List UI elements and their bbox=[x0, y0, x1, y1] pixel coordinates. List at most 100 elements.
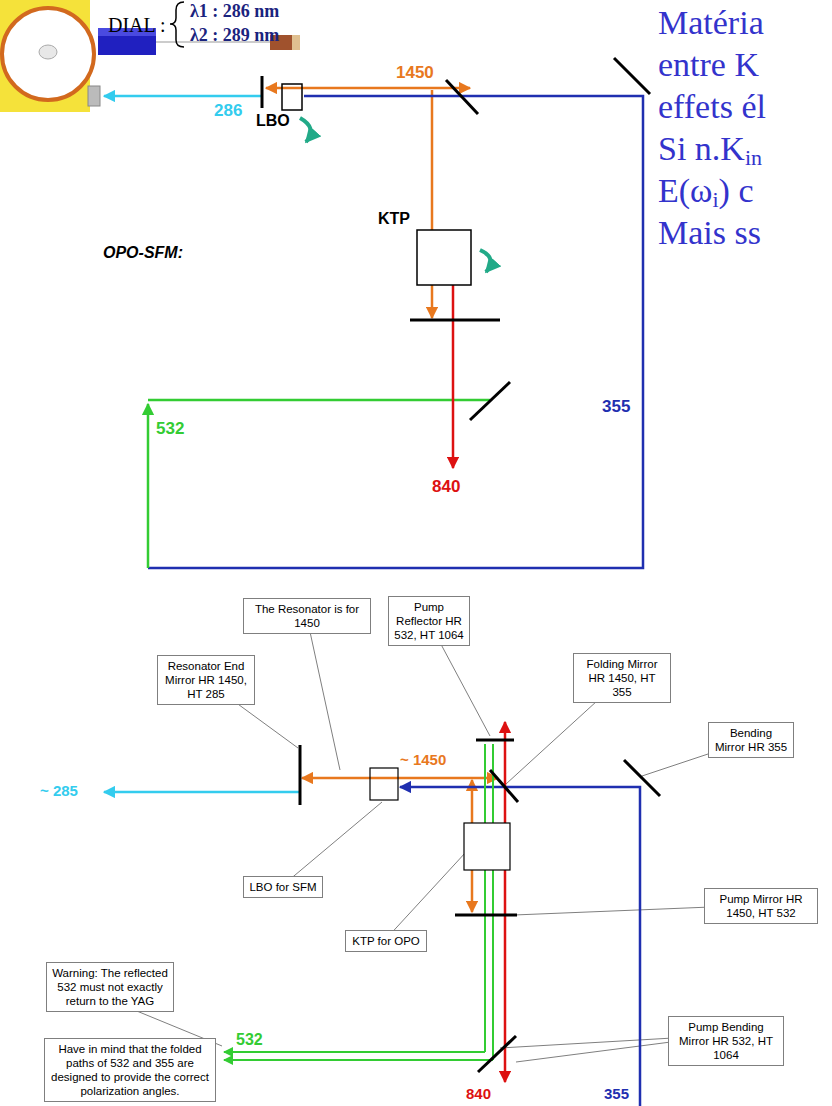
beam-840 bbox=[504, 722, 507, 1082]
beam-532 bbox=[148, 399, 490, 402]
mirror bbox=[478, 1036, 516, 1072]
callout-text: LBO for SFM bbox=[249, 880, 317, 894]
beam-532 bbox=[147, 404, 150, 568]
callout-box: Bending Mirror HR 355 bbox=[708, 722, 794, 758]
beam-532 bbox=[492, 744, 494, 1060]
crystal bbox=[464, 823, 510, 870]
beam-1450 bbox=[266, 88, 470, 318]
beam-355 bbox=[400, 787, 640, 1106]
callout-text: Pump Reflector HR 532, HT 1064 bbox=[394, 600, 464, 642]
rotation-arrow bbox=[300, 118, 491, 272]
mirror bbox=[455, 914, 517, 917]
callout-text: Resonator End Mirror HR 1450, HT 285 bbox=[163, 659, 249, 701]
telescope bbox=[39, 45, 57, 59]
telescope bbox=[0, 0, 100, 112]
wavelength: λ2 : 289 nm bbox=[190, 26, 279, 46]
callout-box: Pump Bending Mirror HR 532, HT 1064 bbox=[668, 1016, 784, 1066]
callout-box: Resonator End Mirror HR 1450, HT 285 bbox=[157, 655, 255, 705]
callout-text: Have in mind that the folded paths of 53… bbox=[50, 1042, 210, 1098]
beam-286 bbox=[104, 95, 262, 98]
wavelength-label: 355 bbox=[604, 1086, 629, 1103]
laser-head bbox=[292, 35, 300, 50]
mirror bbox=[261, 76, 264, 108]
rotation-arrow bbox=[300, 118, 311, 142]
mirror bbox=[490, 770, 518, 802]
beam-285 bbox=[104, 791, 300, 794]
leader-line bbox=[282, 802, 382, 886]
callout-text: Folding Mirror HR 1450, HT 355 bbox=[579, 657, 665, 699]
crystal-label: KTP bbox=[378, 210, 410, 228]
wavelength-label: 286 bbox=[214, 102, 242, 121]
telescope bbox=[88, 86, 100, 106]
crystal bbox=[282, 84, 471, 285]
beam-355 bbox=[148, 96, 643, 568]
mirror bbox=[624, 760, 660, 796]
wavelength-label: ~ 1450 bbox=[400, 752, 446, 769]
leader-line bbox=[385, 852, 466, 940]
callout-box: Warning: The reflected 532 must not exac… bbox=[46, 962, 174, 1012]
beam-840 bbox=[452, 285, 455, 468]
leader-line bbox=[110, 618, 760, 1062]
crystal-label: LBO bbox=[256, 112, 290, 130]
mirror bbox=[300, 740, 660, 1072]
beam-532 bbox=[148, 400, 490, 568]
beam-840 bbox=[504, 722, 507, 1082]
callout-box: LBO for SFM bbox=[243, 876, 323, 898]
beam-532 bbox=[224, 744, 493, 1060]
beam-355 bbox=[148, 96, 643, 568]
beam-355 bbox=[400, 787, 640, 1106]
slide-text: ) c bbox=[719, 172, 754, 209]
callout-box: Folding Mirror HR 1450, HT 355 bbox=[573, 653, 671, 703]
wavelength-label: 840 bbox=[466, 1086, 491, 1103]
dial-brace bbox=[170, 2, 184, 47]
callout-box: Have in mind that the folded paths of 53… bbox=[44, 1038, 216, 1102]
callout-box: KTP for OPO bbox=[345, 930, 427, 952]
callout-text: Pump Bending Mirror HR 532, HT 1064 bbox=[674, 1020, 778, 1062]
beam-1450 bbox=[302, 777, 498, 780]
telescope bbox=[2, 8, 94, 100]
crystal bbox=[282, 84, 302, 110]
callout-text: Pump Mirror HR 1450, HT 532 bbox=[710, 892, 812, 920]
beam-840 bbox=[452, 285, 455, 468]
slide-text: Mais ss bbox=[658, 214, 761, 251]
callout-text: Bending Mirror HR 355 bbox=[714, 726, 788, 754]
wavelength-label: ~ 285 bbox=[40, 783, 78, 800]
slide-text: Si n.K bbox=[658, 130, 745, 167]
slide-text: Matéria bbox=[658, 4, 764, 41]
callout-text: Warning: The reflected 532 must not exac… bbox=[52, 966, 168, 1008]
section-label: OPO-SFM: bbox=[103, 244, 183, 262]
rotation-arrow bbox=[480, 250, 491, 272]
crystal bbox=[370, 768, 398, 800]
beam-1450 bbox=[266, 87, 470, 90]
subscript: in bbox=[745, 146, 762, 170]
wavelength: λ1 : 286 nm bbox=[190, 2, 279, 22]
crystal bbox=[370, 768, 510, 870]
wavelength-label: 532 bbox=[236, 1031, 263, 1049]
callout-text: KTP for OPO bbox=[351, 934, 421, 948]
callout-text: The Resonator is for 1450 bbox=[249, 602, 365, 630]
beam-532 bbox=[224, 1059, 493, 1061]
slide-text: E(ω bbox=[658, 172, 712, 209]
mirror bbox=[476, 739, 514, 742]
wavelength-label: 355 bbox=[602, 398, 630, 417]
mirror bbox=[410, 319, 500, 322]
leader-line bbox=[307, 618, 340, 770]
mirror bbox=[299, 745, 302, 805]
mirror bbox=[446, 80, 478, 114]
crystal bbox=[417, 230, 471, 285]
beam-286 bbox=[104, 95, 262, 98]
wavelength-label: 532 bbox=[156, 420, 184, 439]
beam-285 bbox=[104, 791, 300, 794]
mirror bbox=[470, 382, 510, 420]
slide-text: entre K bbox=[658, 46, 759, 83]
dial-label: DIAL : bbox=[108, 14, 166, 36]
callout-box: Pump Mirror HR 1450, HT 532 bbox=[704, 888, 818, 924]
slide-text: effets él bbox=[658, 88, 766, 125]
subscript: i bbox=[712, 188, 718, 212]
beam-532 bbox=[484, 744, 486, 1052]
mirror bbox=[614, 58, 650, 94]
mirror bbox=[262, 58, 650, 420]
wavelength-label: 1450 bbox=[396, 64, 434, 83]
callout-box: The Resonator is for 1450 bbox=[243, 598, 371, 634]
